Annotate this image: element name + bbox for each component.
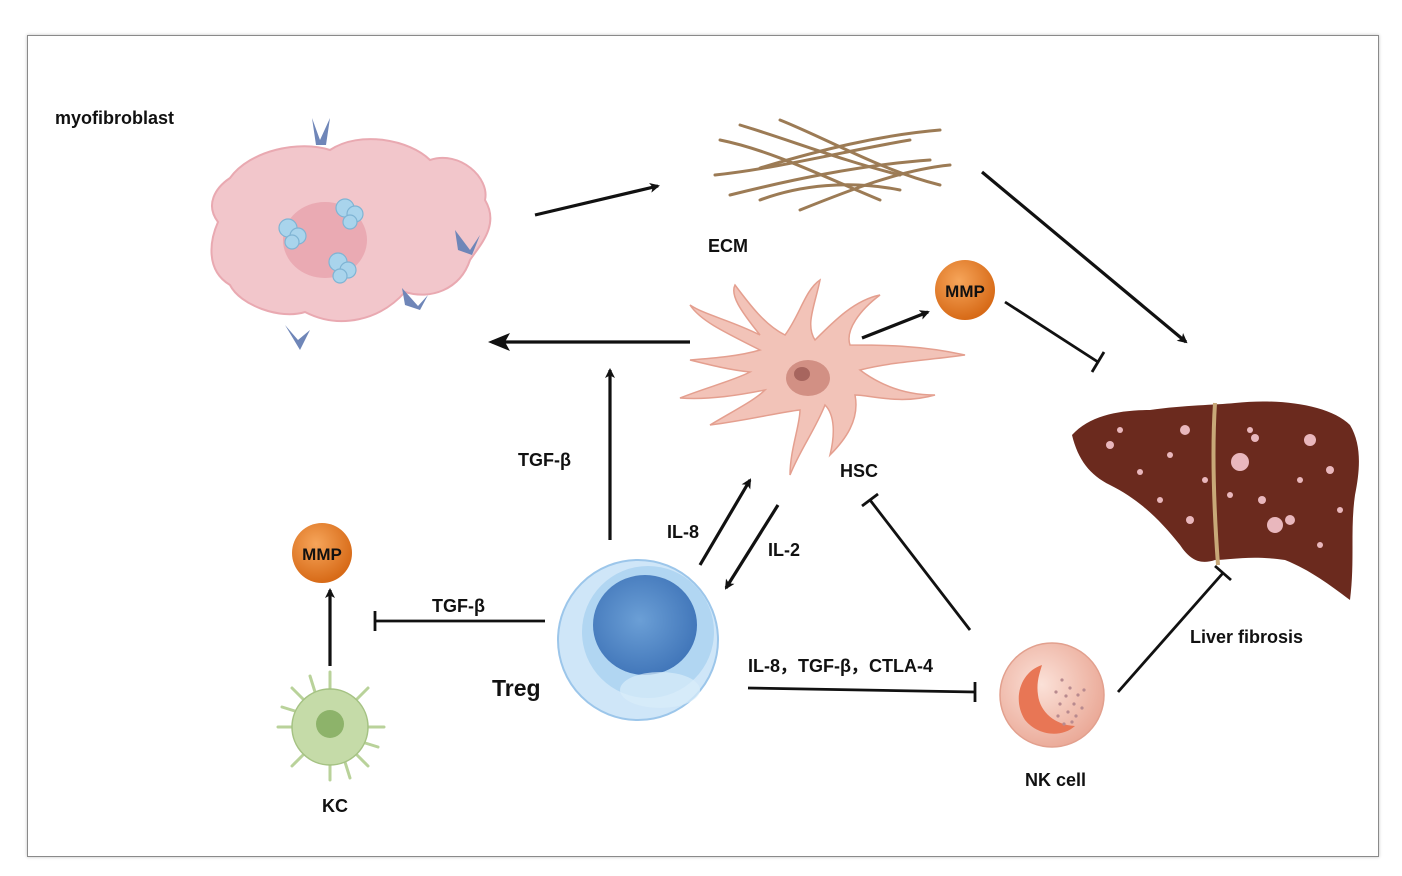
nk-cell-label: NK cell	[1025, 770, 1086, 790]
myofibroblast-label: myofibroblast	[55, 108, 174, 128]
ecm-label: ECM	[708, 236, 748, 256]
mmp-top-label: MMP	[945, 282, 985, 301]
hsc-il2-arrow	[724, 504, 780, 590]
hsc-to-mmp-arrow	[861, 310, 930, 340]
nk-cell	[999, 642, 1105, 748]
ecm-fibers	[713, 118, 952, 212]
treg-inhibits-kc	[373, 611, 545, 631]
treg-cell	[557, 559, 719, 721]
tgf-beta-left-label: TGF-β	[432, 596, 485, 616]
il8-label: IL-8	[667, 522, 699, 542]
il2-label: IL-2	[768, 540, 800, 560]
mmp-left-node: MMP	[292, 523, 352, 583]
nk-signals-label: IL-8，TGF-β，CTLA-4	[748, 656, 933, 676]
mmp-top-node: MMP	[935, 260, 995, 320]
mmp-left-label: MMP	[302, 545, 342, 564]
kc-cell	[276, 670, 386, 782]
tgf-beta-up-label: TGF-β	[518, 450, 571, 470]
hsc-cell	[679, 278, 966, 476]
liver-fibrosis-label: Liver fibrosis	[1190, 627, 1303, 647]
ecm-to-liver-arrow	[980, 170, 1188, 344]
nk-inhibits-liver	[1116, 564, 1232, 693]
treg-il8-arrow	[698, 478, 752, 566]
treg-inhibits-nk	[747, 682, 977, 702]
hsc-label: HSC	[840, 461, 878, 481]
mmp-inhibits-liver	[1004, 300, 1106, 373]
myofibroblast-to-ecm-arrow	[534, 182, 660, 217]
treg-label: Treg	[492, 675, 541, 701]
kc-label: KC	[322, 796, 348, 816]
myofibroblast-cell	[210, 118, 492, 350]
liver-organ	[1072, 401, 1359, 600]
nk-inhibits-hsc	[861, 492, 972, 631]
